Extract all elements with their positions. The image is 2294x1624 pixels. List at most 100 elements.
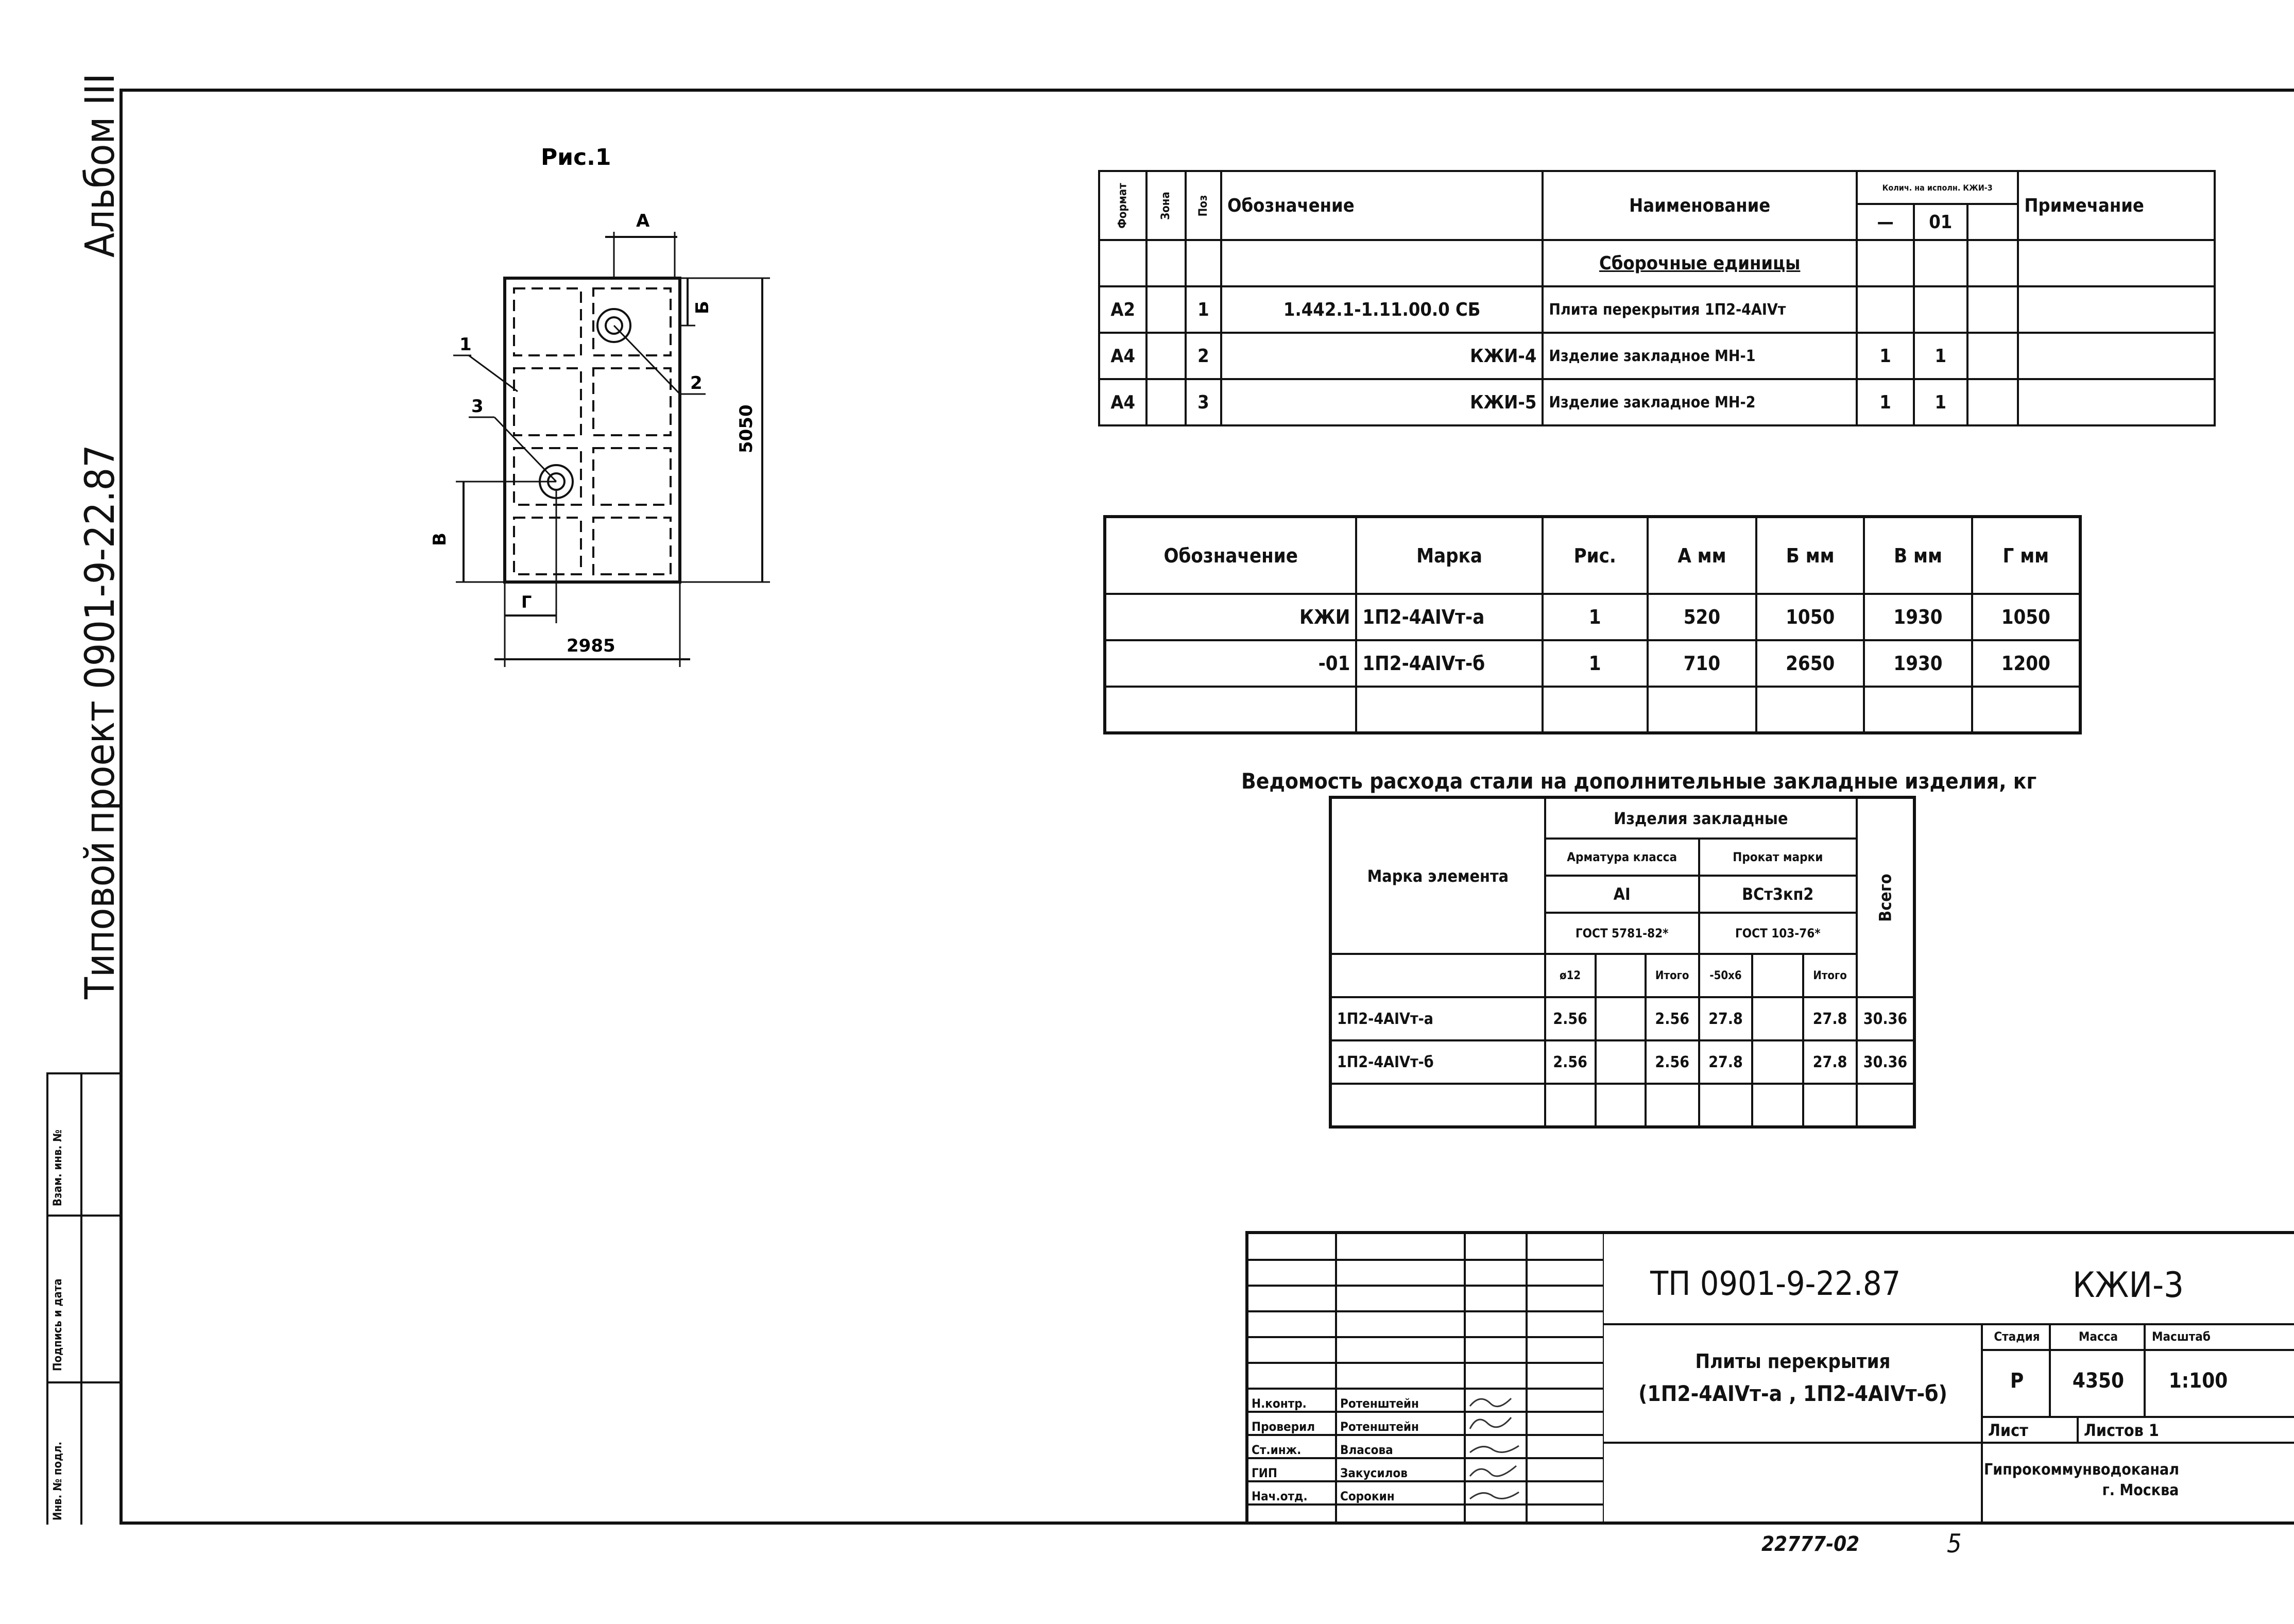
steel-sub2-gost: ГОСТ 103-76*	[1698, 912, 1858, 955]
steel-col-itogo-2: Итого	[1802, 953, 1858, 998]
cell-pos: 3	[1184, 378, 1223, 426]
page-number: 5	[1947, 1529, 1962, 1559]
doc-code: ТП 0901-9-22.87	[1650, 1265, 1901, 1303]
staff-role: Нач.отд.	[1252, 1489, 1308, 1503]
steel-cell: 2.56	[1644, 1039, 1700, 1085]
project-number: 0901-9-22.87	[77, 445, 124, 689]
dims-cell: 1	[1541, 639, 1649, 688]
archive-number: 22777-02	[1761, 1532, 1860, 1556]
dims-cell: 1П2-4АIVт-а	[1355, 593, 1544, 641]
col-pos: Поз	[1196, 195, 1210, 216]
dims-cell: 1П2-4АIVт-б	[1355, 639, 1544, 688]
doc-title-line1: Плиты перекрытия	[1695, 1350, 1891, 1373]
steel-group-header: Изделия закладные	[1544, 796, 1858, 840]
dims-cell: 1930	[1863, 593, 1973, 641]
staff-role: Н.контр.	[1252, 1396, 1307, 1411]
stamp-inv-original: Инв. № подл.	[52, 1441, 64, 1520]
drawing-frame	[119, 89, 2294, 1525]
steel-cell: 27.8	[1698, 1039, 1754, 1085]
embed-mn1-icon	[596, 308, 631, 343]
dims-cell: 1930	[1863, 639, 1973, 688]
cell-name: Изделие закладное МН-1	[1542, 332, 1858, 380]
sheet-code: КЖИ-3	[2073, 1265, 2184, 1306]
steel-cell	[1751, 996, 1805, 1041]
steel-mark-header: Марка элемента	[1329, 796, 1546, 955]
dims-cell: -01	[1103, 639, 1358, 688]
steel-cell: 30.36	[1855, 996, 1916, 1041]
inventory-stamp: Инв. № подл. Подпись и дата Взам. инв. №	[46, 1072, 119, 1525]
dims-header-a: А мм	[1646, 516, 1758, 595]
cell-q1: 1	[1855, 332, 1915, 380]
dims-header-b: Б мм	[1755, 516, 1865, 595]
cell-q2: 1	[1913, 332, 1968, 380]
steel-cell: 2.56	[1544, 996, 1597, 1041]
dims-header-v: В мм	[1863, 516, 1973, 595]
dim-v-label: В	[430, 533, 450, 546]
pos-2-label: 2	[690, 373, 703, 394]
staff-names: Ротенштейн Ротенштейн Власова Закусилов …	[1340, 1392, 1419, 1508]
dim-b-label: Б	[692, 301, 713, 314]
plate-outline	[503, 277, 681, 584]
dims-header-g: Г мм	[1971, 516, 2082, 595]
cell-q1: 1	[1855, 378, 1915, 426]
qty-dash: —	[1855, 203, 1915, 241]
qty-01: 01	[1913, 203, 1968, 241]
steel-row: 1П2-4АIVт-б 2.56 2.56 27.8 27.8 30.36	[1329, 1039, 1916, 1085]
steel-sub2-class: ВСт3кп2	[1698, 875, 1858, 914]
steel-cell: 2.56	[1644, 996, 1700, 1041]
spec-row: А4 2 КЖИ-4 Изделие закладное МН-1 1 1	[1098, 332, 2216, 380]
dims-cell: 1	[1541, 593, 1649, 641]
pos-3-label: 3	[471, 396, 484, 417]
typical-label: Типовой	[77, 841, 124, 999]
steel-sub1-class: АI	[1544, 875, 1700, 914]
figure-caption: Рис.1	[541, 144, 611, 170]
dim-height: 5050	[736, 404, 757, 453]
dims-header-mark: Марка	[1355, 516, 1544, 595]
staff-name: Закусилов	[1340, 1466, 1408, 1480]
cell-designation: 1.442.1-1.11.00.0 СБ	[1220, 285, 1544, 334]
staff-grid: Н.контр. Проверил Ст.инж. ГИП Нач.отд. Р…	[1248, 1234, 1604, 1525]
cell-format: А4	[1098, 378, 1148, 426]
cell-q2: 1	[1913, 378, 1968, 426]
mass-label: Масса	[2078, 1329, 2118, 1344]
sheets-label: Листов 1	[2084, 1421, 2159, 1440]
album-label: Альбом III	[77, 73, 124, 258]
dims-cell: 1050	[1971, 593, 2082, 641]
cell-format: А4	[1098, 332, 1148, 380]
steel-sub1-gost: ГОСТ 5781-82*	[1544, 912, 1700, 955]
steel-row: 1П2-4АIVт-а 2.56 2.56 27.8 27.8 30.36	[1329, 996, 1916, 1041]
stage-value: Р	[2010, 1369, 2024, 1393]
steel-cell: 27.8	[1802, 1039, 1858, 1085]
steel-cell	[1594, 996, 1647, 1041]
dims-cell: 520	[1646, 593, 1758, 641]
staff-roles: Н.контр. Проверил Ст.инж. ГИП Нач.отд.	[1252, 1392, 1315, 1508]
signatures	[1469, 1397, 1519, 1500]
col-zone: Зона	[1159, 191, 1173, 220]
col-designation: Обозначение	[1220, 170, 1544, 241]
section-assembly: Сборочные единицы	[1599, 252, 1801, 274]
scale-label: Масштаб	[2152, 1329, 2211, 1344]
mass-value: 4350	[2072, 1369, 2125, 1393]
cell-format: А2	[1098, 285, 1148, 334]
stamp-signature-date: Подпись и дата	[52, 1278, 64, 1371]
cell-name: Изделие закладное МН-2	[1542, 378, 1858, 426]
specification-table: Формат Зона Поз Обозначение Наименование…	[1098, 170, 2216, 426]
steel-cell: 1П2-4АIVт-б	[1329, 1039, 1546, 1085]
staff-name: Ротенштейн	[1340, 1420, 1419, 1434]
dimensions-table: Обозначение Марка Рис. А мм Б мм В мм Г …	[1103, 515, 2082, 734]
plate-figure: Рис.1 А Б 5050 В Г 2985 1 2	[430, 144, 770, 667]
steel-cell: 30.36	[1855, 1039, 1916, 1085]
dims-row: КЖИ 1П2-4АIVт-а 1 520 1050 1930 1050	[1103, 593, 2082, 641]
staff-name: Сорокин	[1340, 1489, 1395, 1503]
staff-name: Власова	[1340, 1443, 1393, 1457]
spec-row: А2 1 1.442.1-1.11.00.0 СБ Плита перекрыт…	[1098, 285, 2216, 334]
steel-cell	[1594, 1039, 1647, 1085]
dims-cell: 2650	[1755, 639, 1865, 688]
cell-designation: КЖИ-5	[1220, 378, 1544, 426]
project-code: проект 0901-9-22.87	[77, 445, 124, 834]
col-format: Формат	[1116, 182, 1129, 229]
steel-cell: 27.8	[1698, 996, 1754, 1041]
steel-col-d12: ø12	[1544, 953, 1597, 998]
col-note: Примечание	[2017, 170, 2216, 241]
cell-pos: 2	[1184, 332, 1223, 380]
